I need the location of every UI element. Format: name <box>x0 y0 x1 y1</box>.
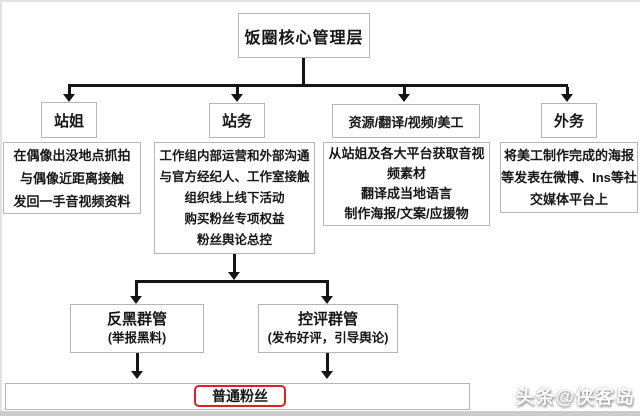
detail-node-resources-translation: 从站姐及各大平台获取音视 频素材 翻译成当地语言 制作海报/文案/应援物 <box>323 142 490 226</box>
detail-node-station-duty: 工作组内部运营和外部沟通 与官方经纪人、工作室接触 组织线上线下活动 购买粉丝专… <box>154 142 315 254</box>
ordinary-fans-label: 普通粉丝 <box>212 388 268 404</box>
arrowhead-down-icon <box>231 94 243 102</box>
detail-line: 在偶像出没地点抓拍 <box>13 147 131 163</box>
detail-line: 从站姐及各大平台获取音视 <box>328 146 485 161</box>
detail-line: 翻译成当地语言 <box>360 186 452 201</box>
detail-line: 购买粉丝专项权益 <box>184 211 285 226</box>
branch-node-label: 外务 <box>553 113 584 130</box>
connector-stub-zhanwu <box>236 87 239 95</box>
ordinary-fans-highlight: 普通粉丝 <box>194 385 286 407</box>
detail-line: 交媒体平台上 <box>529 191 608 207</box>
connector-stub-comment-control <box>326 283 329 297</box>
bottom-edge-strip <box>0 411 640 416</box>
connector-antiblack-stem <box>136 353 139 372</box>
left-edge-strip <box>0 0 2 416</box>
arrowhead-down-icon <box>130 296 142 304</box>
connector-duty-stem <box>233 254 236 273</box>
branch-node-label: 站姐 <box>53 112 84 130</box>
group-node-note: (举报黑料) <box>107 331 167 345</box>
arrowhead-down-icon <box>321 296 333 304</box>
detail-line: 制作海报/文案/应援物 <box>344 206 469 221</box>
watermark-text: 头条@侠客岛 <box>515 387 635 408</box>
arrowhead-down-icon <box>228 272 240 280</box>
connector-stub-waiwu <box>566 87 569 95</box>
arrowhead-down-icon <box>398 94 410 102</box>
connector-stub-zhanjie <box>68 87 71 95</box>
branch-node-station-sister: 站姐 <box>41 102 97 138</box>
arrowhead-down-icon <box>321 371 333 379</box>
detail-node-external-affairs: 将美工制作完成的海报 等发表在微博、Ins等社 交媒体平台上 <box>500 142 638 213</box>
detail-line: 等发表在微博、Ins等社 <box>501 169 637 185</box>
detail-line: 频素材 <box>386 166 426 181</box>
arrowhead-down-icon <box>131 371 143 379</box>
group-node-label: 反黑群管 <box>106 311 167 328</box>
group-node-antiblack: 反黑群管 (举报黑料) <box>70 304 204 353</box>
top-edge-strip <box>0 0 640 2</box>
branch-node-external-affairs: 外务 <box>541 103 597 138</box>
connector-comment-stem <box>326 353 329 372</box>
group-node-comment-control: 控评群管 (发布好评，引导舆论) <box>258 304 398 353</box>
arrowhead-down-icon <box>561 94 573 102</box>
branch-node-label: 资源/翻译/视频/美工 <box>348 114 464 130</box>
connector-stub-antiblack <box>135 283 138 297</box>
branch-node-station-duty: 站务 <box>209 103 265 138</box>
connector-level2-rail <box>68 84 568 87</box>
detail-line: 与偶像近距离接触 <box>19 170 124 186</box>
detail-node-station-sister: 在偶像出没地点抓拍 与偶像近距离接触 发回一手音视频资料 <box>3 142 141 214</box>
branch-node-label: 站务 <box>221 113 252 130</box>
root-node-label: 饭圈核心管理层 <box>244 29 364 47</box>
connector-group-rail <box>135 280 329 283</box>
detail-line: 将美工制作完成的海报 <box>503 147 634 163</box>
detail-line: 组织线上线下活动 <box>184 190 285 205</box>
branch-node-resources-translation: 资源/翻译/视频/美工 <box>332 104 480 138</box>
group-node-note: (发布好评，引导舆论) <box>267 331 389 345</box>
group-node-label: 控评群管 <box>297 311 358 328</box>
root-node-fan-core-management: 饭圈核心管理层 <box>238 13 370 58</box>
detail-line: 工作组内部运营和外部沟通 <box>159 148 310 163</box>
arrowhead-down-icon <box>63 94 75 102</box>
detail-line: 与官方经纪人、工作室接触 <box>159 169 310 184</box>
connector-stub-ziyuan <box>403 87 406 95</box>
detail-line: 发回一手音视频资料 <box>13 193 131 209</box>
watermark-toutiao: 头条@侠客岛 <box>515 382 635 409</box>
detail-line: 粉丝舆论总控 <box>196 232 272 247</box>
connector-root-stem <box>302 58 305 84</box>
